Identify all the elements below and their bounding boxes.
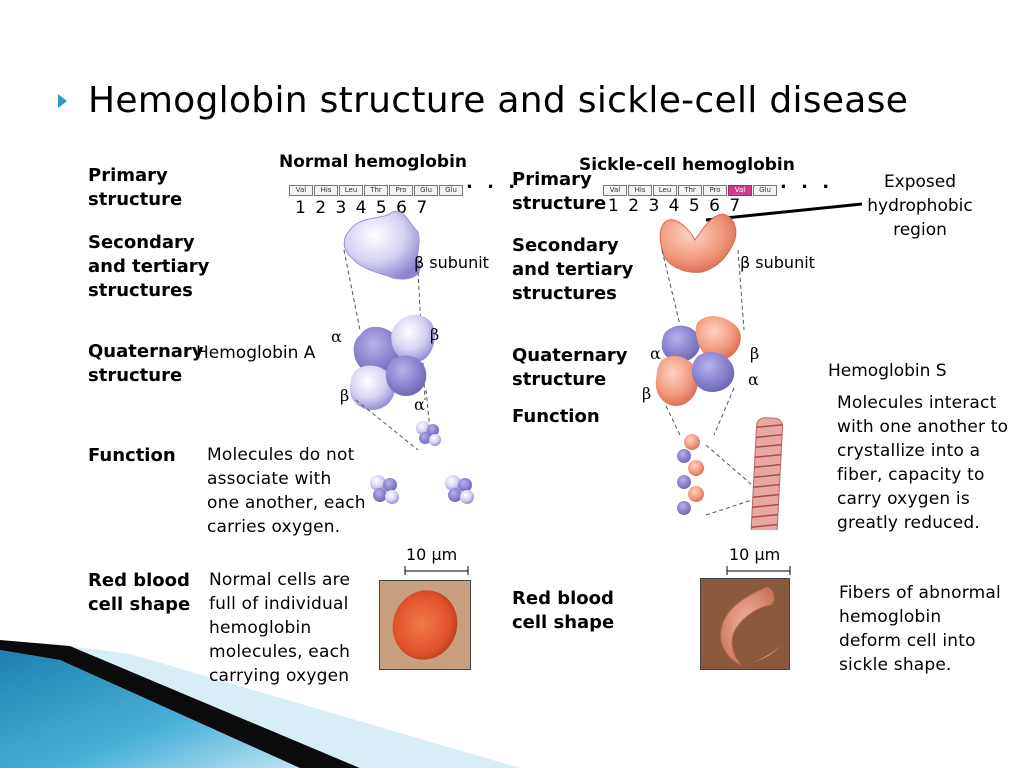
residue: Thr xyxy=(364,185,388,196)
sickle-protein-illustration xyxy=(655,213,784,530)
residue: Val xyxy=(603,185,627,196)
normal-beta-subunit-label: β subunit xyxy=(414,253,489,272)
normal-sequence: Val His Leu Thr Pro Glu Glu xyxy=(289,185,463,196)
sickle-positions: 1 2 3 4 5 6 7 xyxy=(608,196,741,216)
normal-beta-subunit-shape xyxy=(343,210,421,280)
normal-scale-bar xyxy=(404,566,469,575)
sickle-scale-label: 10 μm xyxy=(729,545,781,564)
label-primary-structure: Primary structure xyxy=(88,165,183,210)
label-red-blood-cell-shape: Red blood cell shape xyxy=(88,570,191,615)
normal-beta-label-top: β xyxy=(430,325,440,344)
sickle-beta-label-right: β xyxy=(750,344,760,363)
beta-subunit-shape xyxy=(695,315,741,361)
hemoglobin-s-label: Hemoglobin S xyxy=(828,361,947,381)
normal-function-text: Molecules do not associate with one anot… xyxy=(207,445,366,537)
beta-subunit-shape xyxy=(655,355,699,406)
sickle-function-text: Molecules interact with one another to c… xyxy=(837,393,1009,533)
small-hemoglobin-molecule xyxy=(416,421,441,446)
hemoglobin-fiber xyxy=(750,417,784,530)
residue: Glu xyxy=(414,185,438,196)
label-quaternary-structure-sickle: Quaternary structure xyxy=(512,345,628,390)
label-function-sickle: Function xyxy=(512,406,600,427)
normal-protein-illustration xyxy=(343,210,474,504)
label-red-blood-cell-shape-sickle: Red blood cell shape xyxy=(512,588,615,633)
residue: Leu xyxy=(339,185,363,196)
residue: Thr xyxy=(678,185,702,196)
sickle-scale-bar xyxy=(726,566,791,575)
normal-alpha-label-bottom: α xyxy=(414,395,425,414)
decorative-corner-graphic xyxy=(0,640,520,768)
sickle-beta-subunit-shape xyxy=(659,213,737,273)
sickle-hemoglobin-header: Sickle-cell hemoglobin xyxy=(579,155,795,175)
normal-scale-label: 10 μm xyxy=(406,545,458,564)
label-quaternary-structure: Quaternary structure xyxy=(88,341,204,386)
normal-beta-label-bottom: β xyxy=(340,386,350,405)
mutated-residue: Val xyxy=(728,185,752,196)
sickle-sequence: Val His Leu Thr Pro Val Glu xyxy=(603,185,777,196)
sickle-beta-label-left: β xyxy=(642,384,652,403)
alpha-subunit-shape xyxy=(386,355,427,396)
label-primary-structure-sickle: Primary structure xyxy=(512,169,607,214)
residue: His xyxy=(628,185,652,196)
label-function: Function xyxy=(88,445,176,466)
residue: Leu xyxy=(653,185,677,196)
small-hemoglobin-molecule xyxy=(370,475,399,504)
exposed-hydrophobic-label: Exposed hydrophobic region xyxy=(867,172,973,240)
sickle-sequence-ellipsis: . . . xyxy=(780,172,834,193)
normal-cell-text: Normal cells are full of individual hemo… xyxy=(209,570,351,686)
label-secondary-tertiary-sickle: Secondary and tertiary structures xyxy=(512,235,634,304)
hemoglobin-a-label: Hemoglobin A xyxy=(196,343,316,363)
residue: Pro xyxy=(389,185,413,196)
hemoglobin-s-polymer xyxy=(677,434,704,515)
normal-red-blood-cell-image xyxy=(379,580,471,670)
sickle-beta-subunit-label: β subunit xyxy=(740,253,815,272)
sickle-alpha-label-right: α xyxy=(748,370,759,389)
beta-subunit-shape xyxy=(391,314,436,363)
normal-hemoglobin-header: Normal hemoglobin xyxy=(279,152,468,172)
normal-sequence-ellipsis: . . . xyxy=(466,172,520,193)
residue: Pro xyxy=(703,185,727,196)
small-hemoglobin-molecule xyxy=(445,475,474,504)
residue: Glu xyxy=(753,185,777,196)
sickle-cell-text: Fibers of abnormal hemoglobin deform cel… xyxy=(839,583,1001,675)
alpha-subunit-shape xyxy=(692,351,735,392)
sickle-alpha-label-left: α xyxy=(650,344,661,363)
title-bullet-icon xyxy=(58,94,67,108)
label-secondary-tertiary: Secondary and tertiary structures xyxy=(88,232,210,301)
residue: Glu xyxy=(439,185,463,196)
residue: His xyxy=(314,185,338,196)
exposed-pointer-line xyxy=(705,202,863,222)
slide-title: Hemoglobin structure and sickle-cell dis… xyxy=(88,80,909,121)
beta-subunit-shape xyxy=(349,365,395,410)
sickle-red-blood-cell-image xyxy=(700,578,790,670)
residue: Val xyxy=(289,185,313,196)
alpha-subunit-shape xyxy=(661,325,701,362)
normal-alpha-label-top: α xyxy=(331,327,342,346)
